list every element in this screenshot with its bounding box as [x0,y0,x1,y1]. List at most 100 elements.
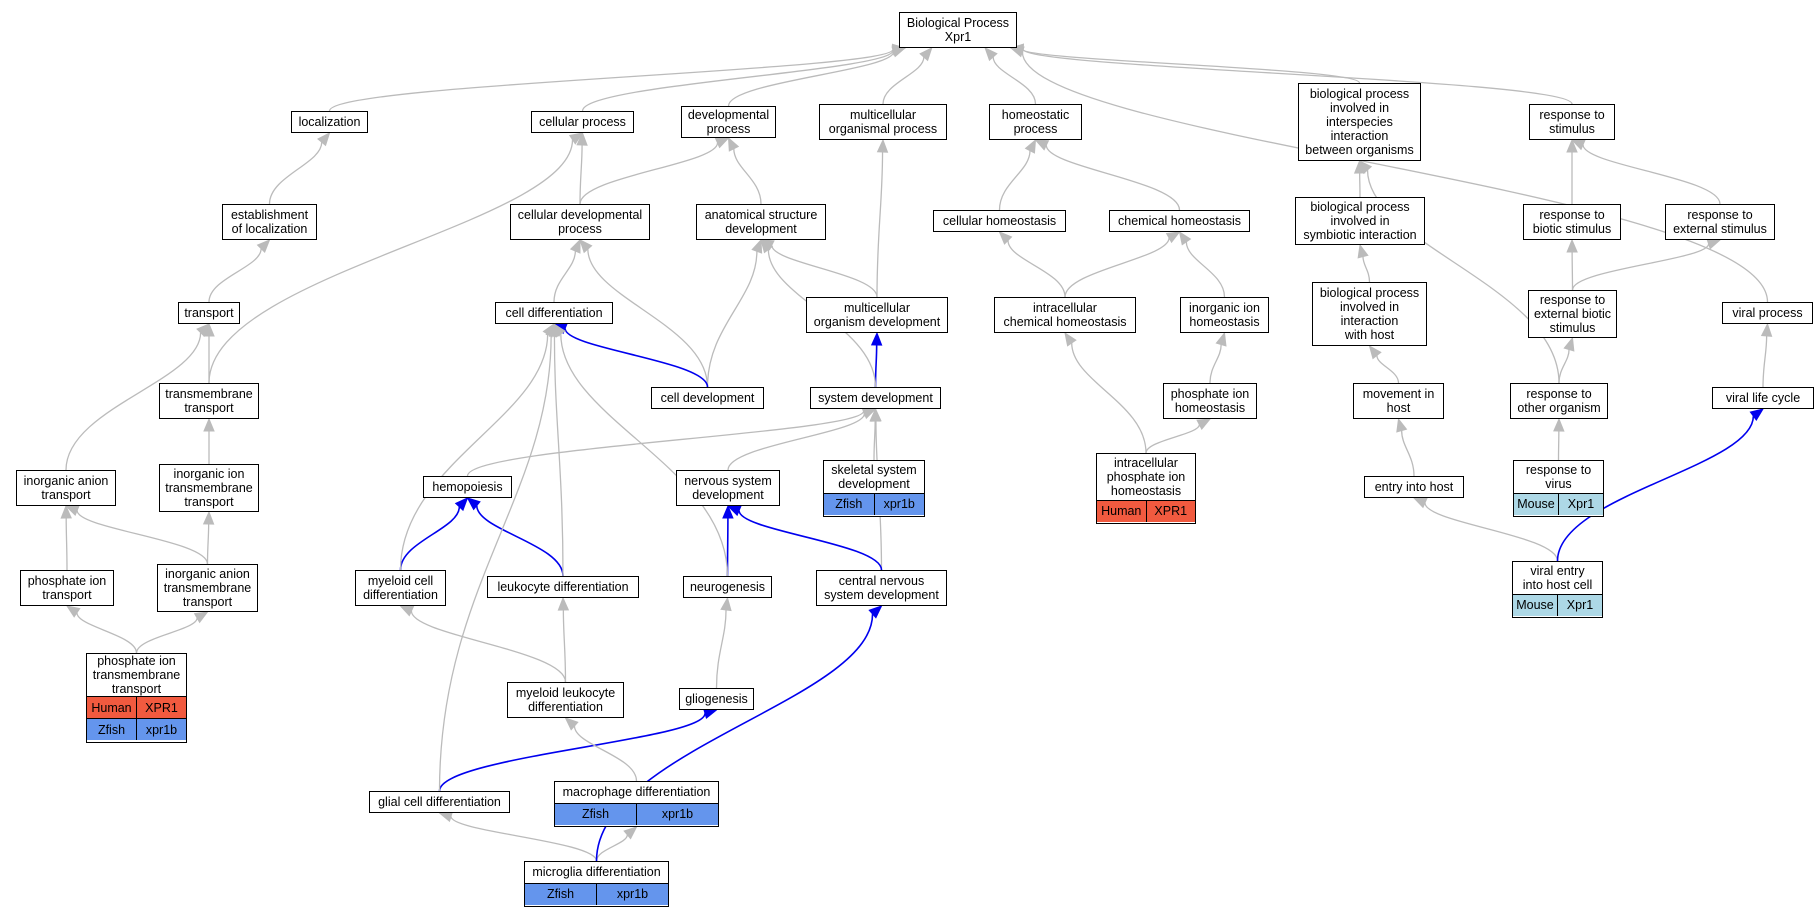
node-label: cell differentiation [505,305,603,320]
node-system-development[interactable]: system development [810,387,941,409]
edge-line [1556,416,1755,562]
node-response-to-other-organism[interactable]: response to other organism [1510,383,1608,419]
node-label: response to external stimulus [1673,207,1767,236]
node-localization[interactable]: localization [291,111,368,133]
edge-line [873,420,876,461]
node-inorganic-anion-transmembrane-transport[interactable]: inorganic anion transmembrane transport [157,564,258,612]
edge-arrowhead [466,497,481,511]
edge-line [998,150,1031,211]
node-response-to-stimulus[interactable]: response to stimulus [1529,104,1615,140]
edge-line [438,713,706,792]
node-label: gliogenesis [685,691,748,706]
node-cellular-process[interactable]: cellular process [531,111,634,133]
species-name: Mouse [1517,497,1555,511]
edge-phosphate-ion-homeostasis-to-inorganic-ion-homeostasis [1209,331,1227,384]
node-response-to-external-stimulus[interactable]: response to external stimulus [1665,204,1775,240]
node-label: biological process involved in interspec… [1305,86,1414,157]
node-symbiotic-interaction[interactable]: biological process involved in symbiotic… [1295,197,1425,245]
node-label: cellular homeostasis [942,213,1057,228]
node-movement-in-host[interactable]: movement in host [1353,383,1444,419]
node-central-nervous-system-development[interactable]: central nervous system development [816,570,947,606]
edge-line [438,335,552,792]
edge-line [65,517,68,571]
node-cell-differentiation[interactable]: cell differentiation [495,302,613,324]
gene-symbol: xpr1b [636,803,718,825]
edge-leukocyte-differentiation-to-cell-differentiation [548,322,564,577]
node-myeloid-cell-differentiation[interactable]: myeloid cell differentiation [355,570,446,606]
edge-arrowhead [714,137,730,149]
node-leukocyte-differentiation[interactable]: leukocyte differentiation [487,576,639,598]
node-chemical-homeostasis[interactable]: chemical homeostasis [1109,210,1250,232]
edge-line [560,333,729,577]
node-label: entry into host [1374,479,1454,494]
node-response-to-external-biotic-stimulus[interactable]: response to external biotic stimulus [1528,290,1617,338]
node-neurogenesis[interactable]: neurogenesis [683,576,772,598]
node-cell-development[interactable]: cell development [651,387,764,409]
edge-arrowhead [203,417,215,432]
node-glial-cell-differentiation[interactable]: glial cell differentiation [369,791,510,813]
node-label: cell development [660,390,755,405]
edge-arrowhead [1064,331,1077,347]
node-response-to-biotic-stimulus[interactable]: response to biotic stimulus [1523,204,1621,240]
edge-anatomical-structure-development-to-developmental-process [727,136,762,205]
node-entry-into-host[interactable]: entry into host [1364,476,1464,498]
node-inorganic-anion-transport[interactable]: inorganic anion transport [16,470,116,506]
edge-arrowhead [720,596,732,612]
edge-line [579,144,583,205]
edge-cellular-process-to-root [581,44,907,112]
node-homeostatic-process[interactable]: homeostatic process [989,104,1082,140]
edge-arrowhead [1566,238,1578,253]
node-phosphate-ion-transport[interactable]: phosphate ion transport [20,570,114,606]
edge-line [992,56,1037,105]
node-label: glial cell differentiation [378,794,501,809]
node-anatomical-structure-development[interactable]: anatomical structure development [696,204,826,240]
node-transmembrane-transport[interactable]: transmembrane transport [159,383,259,419]
edge-viral-entry-into-host-cell-to-entry-into-host [1412,497,1559,562]
node-multicellular-organism-development[interactable]: multicellular organism development [806,297,948,333]
edge-line [587,249,709,388]
node-transport[interactable]: transport [178,302,240,324]
node-establishment-of-localization[interactable]: establishment of localization [222,204,317,240]
node-developmental-process[interactable]: developmental process [681,106,776,138]
edge-line [1045,145,1181,211]
node-label: cellular process [539,114,626,129]
node-cellular-homeostasis[interactable]: cellular homeostasis [933,210,1066,232]
edge-arrowhead [65,605,81,618]
node-viral-life-cycle[interactable]: viral life cycle [1712,387,1814,409]
node-interspecies-interaction[interactable]: biological process involved in interspec… [1298,83,1421,161]
node-inorganic-ion-homeostasis[interactable]: inorganic ion homeostasis [1180,297,1269,333]
node-intracellular-chemical-homeostasis[interactable]: intracellular chemical homeostasis [994,297,1136,333]
node-nervous-system-development[interactable]: nervous system development [676,470,780,506]
node-label: inorganic ion homeostasis [1189,300,1260,329]
node-label: viral entry into host cell [1522,563,1593,592]
edge-arrowhead [702,707,718,720]
node-multicellular-organismal-process[interactable]: multicellular organismal process [819,104,947,140]
node-myeloid-leukocyte-differentiation[interactable]: myeloid leukocyte differentiation [507,682,624,718]
node-label: biological process involved in interacti… [1319,285,1420,342]
node-inorganic-ion-transmembrane-transport[interactable]: inorganic ion transmembrane transport [159,464,259,512]
node-root[interactable]: Biological Process Xpr1 [899,12,1017,48]
edge-response-to-external-stimulus-to-response-to-stimulus [1570,139,1721,205]
node-hemopoiesis[interactable]: hemopoiesis [423,476,512,498]
node-cellular-developmental-process[interactable]: cellular developmental process [510,204,650,240]
edge-neurogenesis-to-nervous-system-development [722,504,734,577]
edge-arrowhead [727,136,740,152]
node-gliogenesis[interactable]: gliogenesis [679,688,754,710]
node-label: multicellular organismal process [828,107,938,136]
node-label: myeloid cell differentiation [363,573,438,602]
edge-arrowhead [557,596,570,611]
edge-arrowhead [1412,497,1428,509]
edge-line [450,816,598,862]
node-interaction-with-host[interactable]: biological process involved in interacti… [1312,282,1427,346]
node-phosphate-ion-homeostasis[interactable]: phosphate ion homeostasis [1163,383,1257,419]
node-viral-process[interactable]: viral process [1722,302,1813,324]
edge-intracellular-phosphate-ion-homeostasis-to-intracellular-chemical-homeostasis [1064,331,1147,454]
